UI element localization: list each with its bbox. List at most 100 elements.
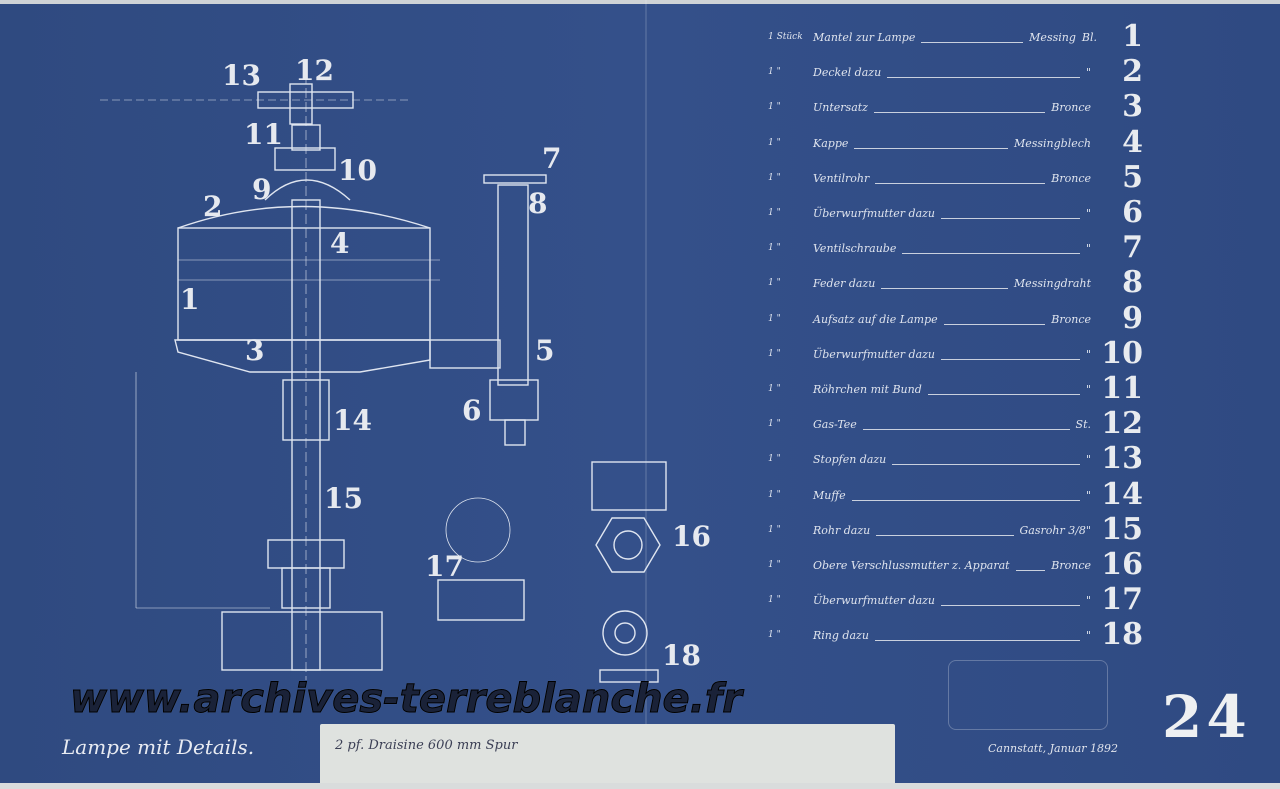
part-material-group: Messingblech xyxy=(1014,137,1097,150)
part-number: 12 xyxy=(1101,406,1143,442)
part-qty: 1 " xyxy=(768,278,781,289)
part-material-group: " xyxy=(1086,383,1097,396)
parts-list-row: 1 " Aufsatz auf die Lampe Bronce 9 xyxy=(768,300,1143,336)
callout-11: 11 xyxy=(244,118,283,151)
part-qty: 1 " xyxy=(768,208,781,218)
part-material: " xyxy=(1085,383,1091,396)
leader-line xyxy=(892,464,1080,466)
callout-6: 6 xyxy=(462,394,482,427)
part-material: " xyxy=(1085,594,1091,608)
parts-list-row: 1 " Feder dazu Messingdraht 8 xyxy=(768,268,1143,298)
part-material: Messingblech xyxy=(1013,136,1091,150)
leader-line xyxy=(1016,570,1045,571)
part-material-group: " xyxy=(1086,66,1097,79)
part-name: Feder dazu xyxy=(813,277,876,291)
part-material: Gasrohr 3/8" xyxy=(1019,523,1091,537)
part-qty: 1 " xyxy=(768,384,781,394)
part-name: Überwurfmutter dazu xyxy=(813,594,936,608)
leader-line xyxy=(875,182,1045,184)
part-number: 10 xyxy=(1101,335,1143,371)
leader-line xyxy=(941,605,1080,607)
part-qty: 1 " xyxy=(768,67,781,78)
callout-17: 17 xyxy=(425,550,464,583)
part-material-group: Bronce xyxy=(1051,101,1097,114)
callout-2: 2 xyxy=(203,190,223,223)
part-qty: 1 " xyxy=(768,172,781,183)
part-name: Aufsatz auf die Lampe xyxy=(813,312,938,326)
paper-edge-bottom xyxy=(0,783,1280,789)
part-name: Ventilrohr xyxy=(813,171,870,185)
part-name: Ventilschraube xyxy=(813,242,897,256)
part-material-group: Bronce xyxy=(1051,172,1097,185)
part-name: Stopfen dazu xyxy=(813,453,887,467)
parts-list-row: 1 " Stopfen dazu " 13 xyxy=(768,444,1143,474)
callout-18: 18 xyxy=(662,639,701,672)
label-note: 2 pf. Draisine 600 mm Spur xyxy=(335,738,518,753)
part-material-group: " xyxy=(1086,242,1097,255)
part-material-group: " xyxy=(1086,629,1097,642)
part-number: 15 xyxy=(1101,511,1143,547)
part-name: Muffe xyxy=(813,488,846,502)
part-material: St. xyxy=(1075,418,1091,432)
callout-1: 1 xyxy=(180,283,200,316)
part-qty: 1 Stück xyxy=(768,32,803,42)
leader-line xyxy=(921,42,1023,43)
part-number: 16 xyxy=(1101,547,1143,582)
part-number: 18 xyxy=(1101,617,1143,653)
callout-14: 14 xyxy=(333,404,372,437)
part-material: " xyxy=(1085,488,1091,502)
part-name: Untersatz xyxy=(813,101,868,115)
leader-line xyxy=(863,429,1070,431)
part-material: " xyxy=(1085,347,1091,361)
part-material-group: Messingdraht xyxy=(1014,277,1097,290)
leader-line xyxy=(928,394,1080,395)
parts-list-row: 1 " Überwurfmutter dazu " 17 xyxy=(768,585,1143,615)
callout-13: 13 xyxy=(222,59,261,92)
callout-7: 7 xyxy=(542,142,562,175)
part-number: 3 xyxy=(1122,89,1143,125)
callout-15: 15 xyxy=(324,482,363,515)
part-number: 7 xyxy=(1122,230,1143,266)
part-material-group: " xyxy=(1086,453,1097,466)
place-date: Cannstatt, Januar 1892 xyxy=(988,742,1119,755)
part-material: Bronce xyxy=(1051,312,1091,326)
leader-line xyxy=(902,253,1080,255)
leader-line xyxy=(941,358,1080,360)
leader-line xyxy=(881,288,1008,290)
parts-list-row: 1 " Ring dazu " 18 xyxy=(768,620,1143,650)
watermark: www.archives-terreblanche.fr xyxy=(69,676,743,723)
paper-edge-top xyxy=(0,0,1280,4)
part-material: Messing xyxy=(1029,31,1076,44)
callout-3: 3 xyxy=(245,334,265,367)
part-number: 9 xyxy=(1122,300,1143,336)
part-material: " xyxy=(1085,207,1091,220)
part-qty: 1 " xyxy=(768,560,781,570)
part-material: " xyxy=(1085,66,1091,80)
part-qty: 1 " xyxy=(768,630,781,641)
parts-list-row: 1 " Ventilschraube " 7 xyxy=(768,233,1143,263)
parts-list-row: 1 " Überwurfmutter dazu " 6 xyxy=(768,198,1143,228)
part-material-group: " xyxy=(1086,348,1097,361)
part-qty: 1 " xyxy=(768,102,781,113)
leader-line xyxy=(887,77,1080,79)
part-number: 4 xyxy=(1122,124,1143,160)
part-material: " xyxy=(1085,629,1091,643)
parts-list-row: 1 " Rohr dazu Gasrohr 3/8" 15 xyxy=(768,511,1143,547)
fold-line xyxy=(645,0,647,789)
callout-12: 12 xyxy=(295,54,334,87)
part-qty: 1 " xyxy=(768,137,781,148)
part-name: Rohr dazu xyxy=(813,523,871,537)
callout-8: 8 xyxy=(528,187,548,220)
parts-list-row: 1 " Überwurfmutter dazu " 10 xyxy=(768,335,1143,371)
parts-list-row: 1 " Ventilrohr Bronce 5 xyxy=(768,162,1143,193)
leader-line xyxy=(854,147,1008,149)
part-qty: 1 " xyxy=(768,243,781,254)
part-number: 8 xyxy=(1122,265,1143,301)
callout-10: 10 xyxy=(338,154,377,187)
part-number: 2 xyxy=(1122,54,1143,90)
sheet-number: 24 xyxy=(1162,683,1251,751)
part-qty: 1 " xyxy=(768,348,781,359)
leader-line xyxy=(852,499,1080,501)
